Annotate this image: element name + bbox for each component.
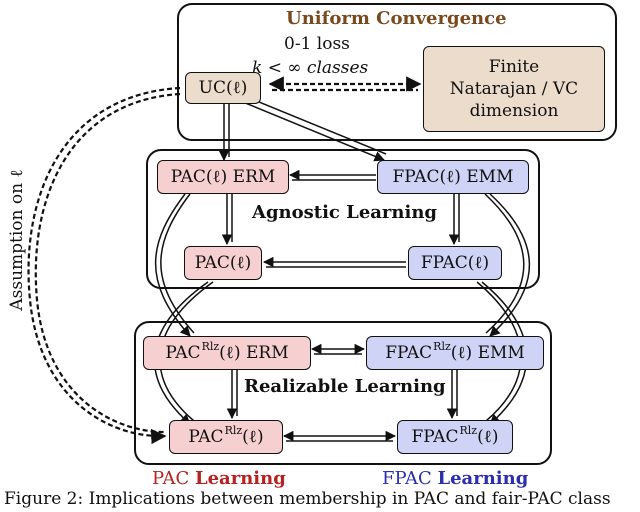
pac-rlz-rest: (ℓ): [242, 427, 264, 447]
fpac-learning-legend: FPAC Learning: [382, 468, 528, 489]
figure-caption: Figure 2: Implications between membershi…: [4, 489, 611, 509]
uniform-convergence-title: Uniform Convergence: [286, 8, 507, 29]
finite-dimension-box: Finite Natarajan / VC dimension: [423, 46, 605, 132]
realizable-learning-group: [134, 321, 552, 465]
finite-line-1: Finite: [488, 57, 540, 77]
pac-erm-node: PAC(ℓ) ERM: [157, 160, 289, 194]
pac-rlz-sup: Rlz: [224, 423, 243, 437]
fpac-rlz-sup: Rlz: [459, 423, 478, 437]
dashed-arrow-uc-to-pac-rlz: [27, 86, 181, 445]
fpac-rlz-emm-base: FPAC: [385, 343, 433, 363]
fpac-legend-word: Learning: [437, 468, 529, 489]
pac-learning-legend: PAC Learning: [152, 468, 286, 489]
arrow-pac-erm-to-pac-rlz-erm: [154, 193, 191, 337]
fpac-rlz-base: FPAC: [411, 427, 459, 447]
finite-line-2: Natarajan / VC: [449, 79, 579, 99]
fpac-emm-node: FPAC(ℓ) EMM: [377, 160, 529, 194]
arrow-uc-to-fpac-emm: [237, 99, 385, 162]
fpac-node: FPAC(ℓ): [408, 246, 502, 280]
fpac-rlz-emm-rest: (ℓ) EMM: [450, 343, 525, 363]
assumption-side-label: Assumption on ℓ: [7, 169, 27, 311]
dashed-arrows: [27, 76, 422, 445]
uniform-convergence-group: [177, 3, 617, 141]
pac-rlz-base: PAC: [188, 427, 224, 447]
uc-node: UC(ℓ): [185, 72, 261, 104]
pac-legend-word: Learning: [194, 468, 286, 489]
realizable-learning-title: Realizable Learning: [244, 376, 446, 397]
fpac-legend-prefix: FPAC: [382, 468, 438, 489]
pac-rlz-erm-base: PAC: [165, 343, 201, 363]
implication-arrows: [153, 94, 531, 442]
pac-rlz-erm-rest: (ℓ) ERM: [219, 343, 289, 363]
agnostic-learning-title: Agnostic Learning: [252, 202, 438, 223]
fpac-rlz-rest: (ℓ): [477, 427, 499, 447]
arrow-fpac-emm-to-fpac-rlz-emm: [489, 193, 531, 337]
fpac-rlz-emm-sup: Rlz: [433, 339, 451, 353]
pac-legend-prefix: PAC: [152, 468, 195, 489]
pac-node: PAC(ℓ): [184, 246, 262, 280]
uc-condition-classes: k < ∞ classes: [252, 58, 369, 78]
agnostic-learning-group: [146, 149, 540, 289]
uc-condition-loss: 0-1 loss: [284, 34, 350, 54]
pac-rlz-erm-sup: Rlz: [201, 339, 220, 353]
finite-line-3: dimension: [469, 101, 559, 121]
